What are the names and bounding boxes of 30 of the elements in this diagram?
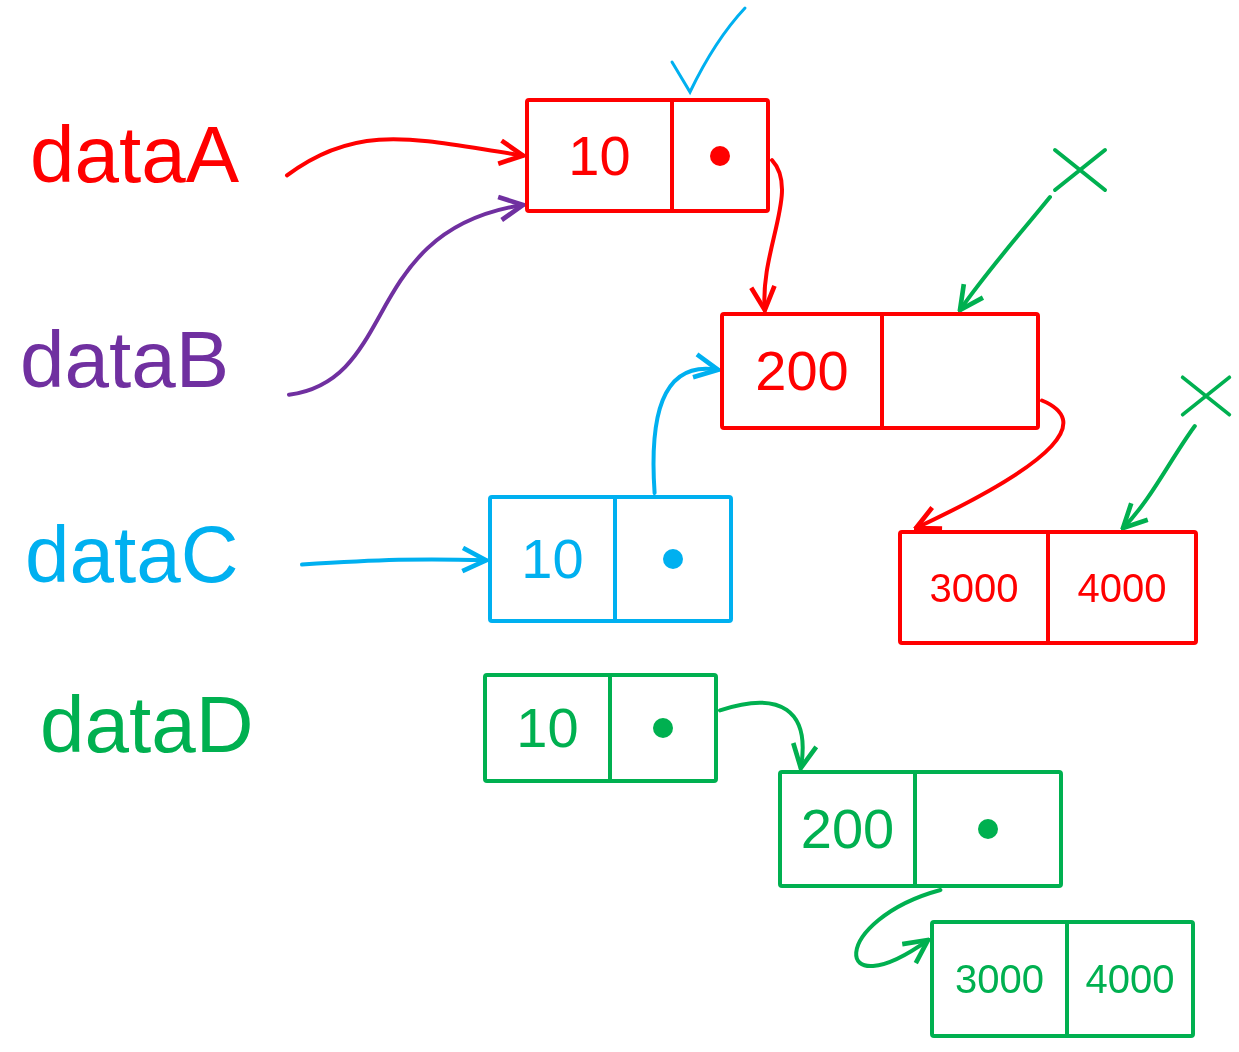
arrow bbox=[750, 158, 784, 313]
record-box bbox=[930, 920, 1195, 1038]
value-text: 3000 bbox=[955, 956, 1044, 1003]
record-box bbox=[483, 673, 718, 783]
value-text: 200 bbox=[755, 338, 849, 404]
value-text: 4000 bbox=[1085, 956, 1175, 1003]
arrow bbox=[957, 195, 1052, 313]
record-box bbox=[525, 98, 770, 213]
record-box bbox=[778, 770, 1063, 888]
arrow bbox=[718, 700, 818, 771]
variable-name: dataC bbox=[25, 515, 239, 595]
variable-name: dataD bbox=[40, 685, 254, 765]
arrow bbox=[285, 137, 526, 178]
value-text: 200 bbox=[800, 796, 895, 862]
variable-name: dataB bbox=[20, 320, 230, 400]
arrow bbox=[300, 545, 489, 574]
value-text: 3000 bbox=[929, 564, 1019, 612]
arrow bbox=[913, 398, 1065, 531]
value-text: 4000 bbox=[1077, 564, 1167, 612]
record-box bbox=[898, 530, 1198, 645]
record-box bbox=[720, 312, 1040, 430]
arrow bbox=[1120, 424, 1197, 531]
arrow bbox=[287, 196, 526, 397]
arrow bbox=[651, 354, 721, 495]
arrow bbox=[854, 888, 943, 968]
variable-name: dataA bbox=[30, 115, 240, 195]
value-text: 10 bbox=[568, 122, 631, 189]
record-box bbox=[488, 495, 733, 623]
value-text: 10 bbox=[516, 695, 579, 761]
value-text: 10 bbox=[521, 526, 584, 592]
